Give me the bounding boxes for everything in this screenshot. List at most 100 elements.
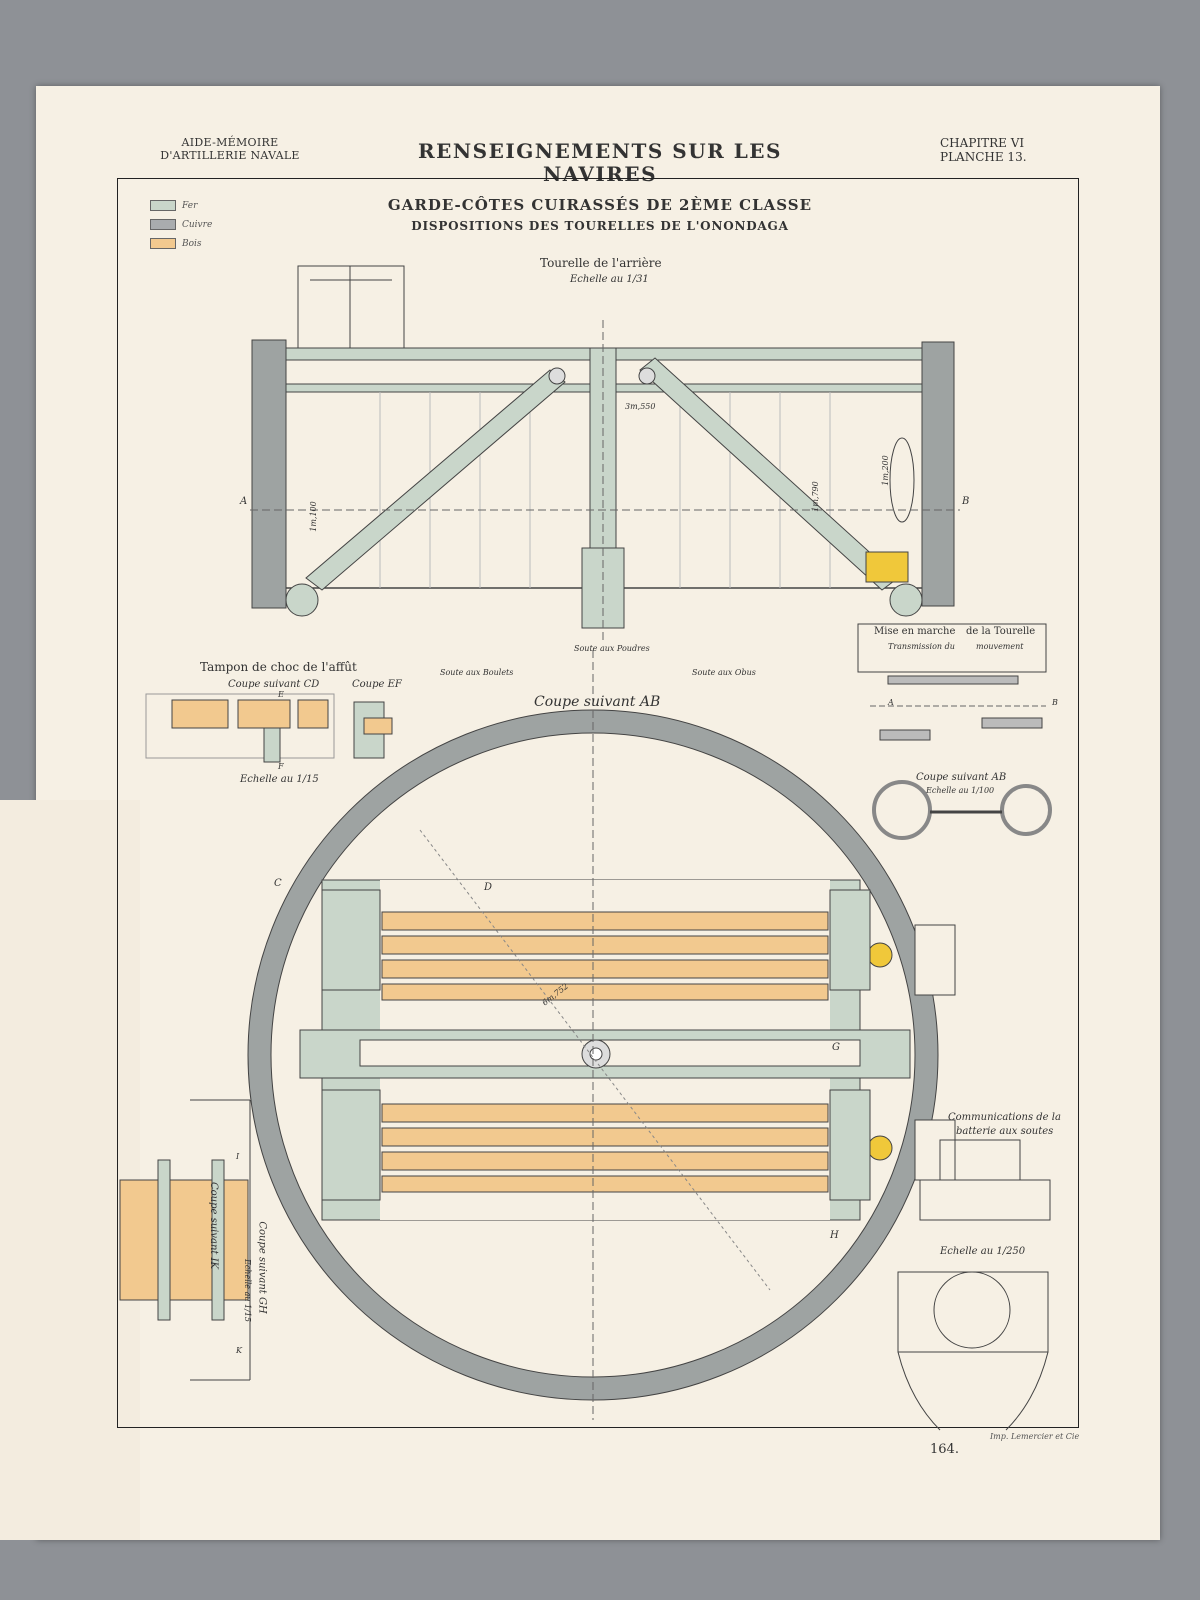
bevel-gear-right bbox=[981, 717, 1043, 729]
shock-buffer-detail bbox=[145, 693, 393, 763]
label-k: K bbox=[236, 1346, 242, 1355]
legend-item-fer: Fer bbox=[150, 196, 212, 215]
label-mise-en-marche-1: Mise en marche bbox=[874, 626, 956, 637]
label-mech-a: A bbox=[888, 698, 894, 707]
header-right-line1: CHAPITRE VI bbox=[940, 136, 1025, 150]
label-soute-poudres: Soute aux Poudres bbox=[574, 644, 650, 653]
label-c: C bbox=[274, 878, 282, 889]
dim-3550: 3m,550 bbox=[625, 402, 656, 411]
header-right-line2: PLANCHE 13. bbox=[940, 149, 1027, 164]
plate-frame bbox=[117, 178, 1079, 1428]
lower-gun-slide bbox=[381, 1103, 829, 1193]
label-coupe-ik: Coupe suivant IK bbox=[208, 1181, 220, 1270]
label-communications-1: Communications de la bbox=[948, 1112, 1061, 1123]
upper-gun-slide bbox=[381, 911, 829, 1001]
handwheel-right bbox=[1000, 784, 1052, 836]
right-roller bbox=[889, 583, 923, 617]
header-left-line1: AIDE-MÉMOIRE bbox=[181, 136, 279, 149]
compressor-lower bbox=[867, 1135, 893, 1161]
label-coupe-cd: Coupe suivant CD bbox=[228, 679, 320, 690]
header-right: CHAPITRE VI PLANCHE 13. bbox=[940, 136, 1060, 165]
buffer-wood-right bbox=[297, 699, 329, 729]
buffer-wood-left bbox=[171, 699, 229, 729]
printer-imprint: Imp. Lemercier et Cie bbox=[990, 1432, 1080, 1441]
gun-port bbox=[889, 437, 915, 523]
dim-1790: 1m,790 bbox=[810, 481, 820, 512]
label-tourelle-scale: Echelle au 1/31 bbox=[570, 274, 649, 285]
plate-subtitle: DISPOSITIONS DES TOURELLES DE L'ONONDAGA bbox=[411, 219, 789, 233]
gun-port-lower bbox=[914, 1119, 956, 1181]
dim-1100: 1m,100 bbox=[308, 501, 318, 532]
label-b: B bbox=[962, 496, 970, 507]
label-coupe-ab-main: Coupe suivant AB bbox=[534, 694, 661, 710]
header-left-line2: D'ARTILLERIE NAVALE bbox=[160, 148, 300, 162]
label-tampon-scale: Echelle au 1/15 bbox=[240, 774, 319, 785]
right-pivot bbox=[638, 367, 656, 385]
front-block-upper bbox=[829, 889, 871, 991]
left-diagonal-strut bbox=[305, 369, 566, 591]
label-transmission-2: mouvement bbox=[976, 642, 1024, 651]
label-h: H bbox=[830, 1230, 839, 1241]
communications-detail bbox=[897, 1139, 1051, 1431]
buffer-wood-mid bbox=[237, 699, 291, 729]
label-coupe-gh: Coupe suivant GH bbox=[256, 1221, 268, 1314]
dim-1200: 1m,200 bbox=[880, 455, 890, 486]
material-legend: Fer Cuivre Bois bbox=[150, 196, 212, 253]
label-d: D bbox=[484, 882, 493, 893]
legend-item-cuivre: Cuivre bbox=[150, 215, 212, 234]
page-number: 164. bbox=[930, 1442, 959, 1457]
rear-block-upper bbox=[321, 889, 381, 991]
section-wood bbox=[119, 1179, 249, 1301]
legend-label-fer: Fer bbox=[182, 200, 198, 211]
label-e: E bbox=[278, 690, 284, 699]
front-block-lower bbox=[829, 1089, 871, 1201]
handwheel-left bbox=[872, 780, 932, 840]
header-left: AIDE-MÉMOIRE D'ARTILLERIE NAVALE bbox=[155, 136, 305, 162]
label-tourelle-arriere: Tourelle de l'arrière bbox=[540, 256, 662, 270]
label-soute-boulets: Soute aux Boulets bbox=[440, 668, 514, 677]
label-coupe-ef: Coupe EF bbox=[352, 679, 402, 690]
label-transmission-1: Transmission du bbox=[888, 642, 955, 651]
label-coupe-gh-scale: Echelle au 1/15 bbox=[243, 1258, 253, 1323]
rear-block-lower bbox=[321, 1089, 381, 1201]
drive-gear-rack bbox=[887, 675, 1019, 685]
section-gh-ik bbox=[119, 1099, 251, 1381]
plate-title: GARDE-CÔTES CUIRASSÉS DE 2ÈME CLASSE bbox=[387, 196, 813, 214]
right-diagonal-strut bbox=[639, 357, 899, 591]
pilot-house bbox=[297, 265, 405, 349]
label-i: I bbox=[236, 1152, 240, 1161]
compressor-upper bbox=[867, 942, 893, 968]
left-pivot bbox=[548, 367, 566, 385]
label-soute-obus: Soute aux Obus bbox=[692, 668, 756, 677]
right-armour-wall bbox=[921, 341, 955, 607]
section-ef-wood bbox=[363, 717, 393, 735]
legend-label-bois: Bois bbox=[182, 238, 202, 249]
label-coupe-ab-small: Coupe suivant AB bbox=[916, 772, 1007, 783]
label-mech-b: B bbox=[1052, 698, 1058, 707]
bevel-gear-left bbox=[879, 729, 931, 741]
legend-item-bois: Bois bbox=[150, 234, 212, 253]
label-tampon: Tampon de choc de l'affût bbox=[200, 660, 357, 674]
label-g: G bbox=[832, 1042, 840, 1053]
turret-plan bbox=[247, 650, 956, 1420]
header-center: RENSEIGNEMENTS SUR LES NAVIRES bbox=[418, 139, 782, 186]
drive-mechanism-detail bbox=[857, 623, 1052, 840]
label-communications-2: batterie aux soutes bbox=[956, 1126, 1054, 1137]
page-fold bbox=[0, 800, 140, 1540]
label-small-scale: Echelle au 1/100 bbox=[926, 786, 995, 795]
legend-swatch-fer bbox=[150, 200, 176, 211]
buffer-bracket bbox=[263, 727, 281, 763]
label-mise-en-marche-2: de la Tourelle bbox=[966, 626, 1036, 637]
label-f: F bbox=[278, 762, 284, 771]
legend-label-cuivre: Cuivre bbox=[182, 219, 213, 230]
legend-swatch-bois bbox=[150, 238, 176, 249]
left-armour-wall bbox=[251, 339, 287, 609]
label-a: A bbox=[240, 496, 248, 507]
turret-elevation bbox=[250, 265, 960, 640]
gun-port-upper bbox=[914, 924, 956, 996]
label-comm-scale: Echelle au 1/250 bbox=[940, 1246, 1026, 1257]
brass-fitting bbox=[865, 551, 909, 583]
legend-swatch-cuivre bbox=[150, 219, 176, 230]
left-roller bbox=[285, 583, 319, 617]
